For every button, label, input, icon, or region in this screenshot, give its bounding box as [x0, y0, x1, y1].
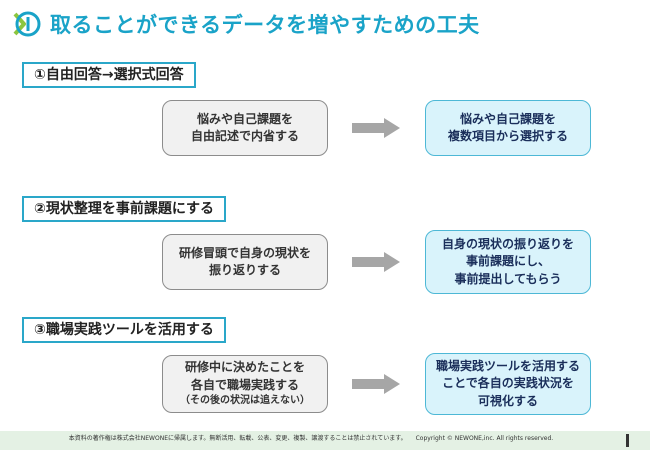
- before-box-1-line-2: 自由記述で内省する: [190, 129, 299, 143]
- footer-divider: [626, 434, 629, 447]
- after-box-2: 自身の現状の振り返りを 事前課題にし、 事前提出してもらう: [425, 230, 591, 294]
- before-box-1-line-1: 悩みや自己課題を: [196, 111, 293, 126]
- right-arrow-icon: [352, 252, 400, 272]
- right-arrow-icon: [352, 118, 400, 138]
- before-box-3-line-1: 研修中に決めたことを: [184, 360, 305, 375]
- section-label-3: ③職場実践ツールを活用する: [22, 317, 226, 343]
- before-box-2: 研修冒頭で自身の現状を 振り返りする: [162, 234, 328, 290]
- after-box-2-line-2: 事前課題にし、: [465, 254, 550, 269]
- before-box-3-note: （その後の状況は追えない）: [180, 395, 310, 407]
- after-box-3: 職場実践ツールを活用する ことで各自の実践状況を 可視化する: [425, 353, 591, 415]
- section-label-2: ②現状整理を事前課題にする: [22, 196, 226, 222]
- after-box-3-line-2: ことで各自の実践状況を: [442, 376, 574, 391]
- page-title: 取ることができるデータを増やすための工夫: [50, 13, 480, 37]
- before-box-2-line-1: 研修冒頭で自身の現状を: [178, 245, 311, 260]
- after-box-1-line-2: 複数項目から選択する: [447, 129, 568, 143]
- after-box-3-line-3: 可視化する: [477, 393, 538, 408]
- before-box-3-line-2: 各自で職場実践する: [190, 377, 299, 392]
- footer: 本資料の著作権は株式会社NEWONEに帰属します。無断活用、転載、公表、変更、複…: [0, 431, 650, 450]
- after-box-1-line-1: 悩みや自己課題を: [459, 111, 556, 126]
- newone-logo-icon: [13, 11, 41, 37]
- after-box-2-line-3: 事前提出してもらう: [454, 271, 562, 286]
- before-box-1: 悩みや自己課題を 自由記述で内省する: [162, 100, 328, 156]
- after-box-3-line-1: 職場実践ツールを活用する: [435, 358, 580, 373]
- after-box-2-line-1: 自身の現状の振り返りを: [441, 236, 574, 251]
- footer-copyright: 本資料の著作権は株式会社NEWONEに帰属します。無断活用、転載、公表、変更、複…: [68, 435, 554, 442]
- right-arrow-icon: [352, 374, 400, 394]
- before-box-3: 研修中に決めたことを 各自で職場実践する （その後の状況は追えない）: [162, 355, 328, 413]
- section-label-1: ①自由回答→選択式回答: [22, 62, 196, 88]
- before-box-2-line-2: 振り返りする: [208, 263, 281, 277]
- after-box-1: 悩みや自己課題を 複数項目から選択する: [425, 100, 591, 156]
